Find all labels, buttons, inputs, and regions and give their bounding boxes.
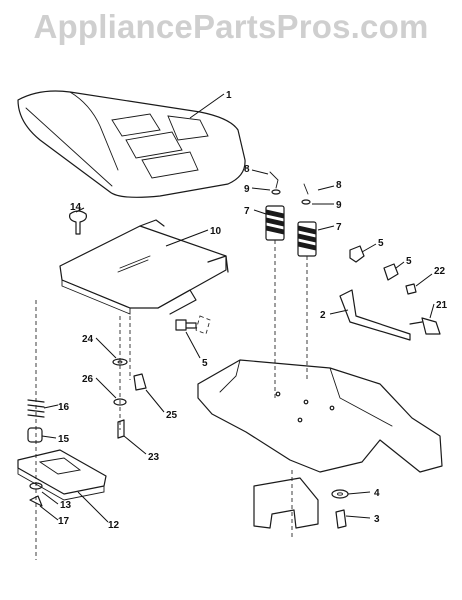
cotter-pin-left	[269, 171, 281, 195]
callout-4: 4	[374, 488, 380, 499]
callout-8b: 8	[336, 180, 342, 191]
callout-9b: 9	[336, 200, 342, 211]
callout-10: 10	[210, 226, 222, 237]
bushing	[27, 427, 43, 443]
leader-lines	[39, 93, 435, 523]
callout-17: 17	[58, 516, 70, 527]
seat-spring-right	[297, 221, 317, 257]
washers-center	[112, 358, 147, 439]
seat-pan	[59, 219, 229, 315]
fender-bolt	[335, 509, 347, 529]
callout-21: 21	[436, 300, 448, 311]
callout-23: 23	[148, 452, 160, 463]
carriage-bolt	[175, 315, 211, 335]
adjust-knob	[69, 210, 87, 235]
callout-16: 16	[58, 402, 70, 413]
callout-8a: 8	[244, 164, 250, 175]
callout-12: 12	[108, 520, 120, 531]
callout-7a: 7	[244, 206, 250, 217]
callout-3: 3	[374, 514, 380, 525]
callout-22: 22	[434, 266, 446, 277]
washer-pin	[29, 482, 43, 507]
frame-mount	[253, 477, 319, 529]
seat-hinge-plate	[17, 449, 107, 501]
watermark-text: AppliancePartsPros.com	[33, 8, 429, 45]
callout-5c: 5	[202, 358, 208, 369]
seat-spring-small	[27, 399, 45, 418]
seat-bracket	[339, 289, 411, 341]
fender-washer	[331, 489, 349, 499]
callout-2: 2	[320, 310, 326, 321]
callout-25: 25	[166, 410, 178, 421]
callout-14: 14	[70, 202, 82, 213]
callout-7b: 7	[336, 222, 342, 233]
cotter-pin-right	[301, 183, 311, 205]
callout-24: 24	[82, 334, 94, 345]
pivot-nut	[405, 283, 417, 295]
callouts: 1 2 3 4 5 5 5 7 7 8 8 9 9 10 12 13 14 15…	[58, 90, 448, 531]
seat	[17, 90, 246, 198]
pivot-block	[383, 263, 399, 281]
adjust-handle	[409, 317, 441, 335]
callout-5b: 5	[406, 256, 412, 267]
callout-5a: 5	[378, 238, 384, 249]
callout-9a: 9	[244, 184, 250, 195]
callout-13: 13	[60, 500, 72, 511]
pivot-knob	[349, 245, 365, 263]
seat-spring-left	[265, 205, 285, 241]
callout-1: 1	[226, 90, 232, 101]
callout-15: 15	[58, 434, 70, 445]
fender-frame	[197, 359, 443, 473]
callout-26: 26	[82, 374, 94, 385]
